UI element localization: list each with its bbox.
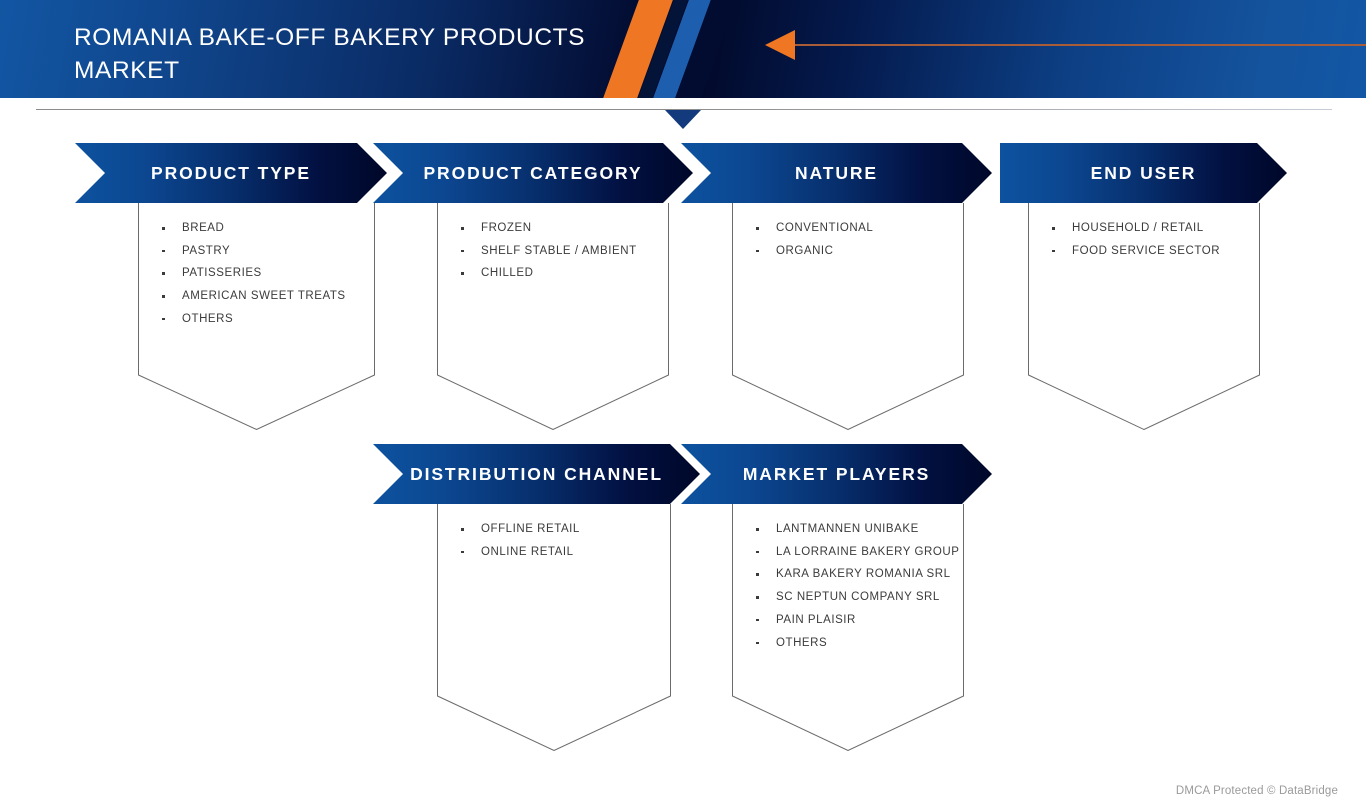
panel-header-product-category[interactable]: PRODUCT CATEGORY: [373, 143, 693, 203]
list-item: LANTMANNEN UNIBAKE: [754, 518, 959, 541]
panel-outline: [437, 203, 669, 430]
panel-title: PRODUCT CATEGORY: [423, 162, 643, 183]
list-item: SC NEPTUN COMPANY SRL: [754, 586, 959, 609]
panel-header-end-user[interactable]: END USER: [1000, 143, 1287, 203]
panel-header-nature[interactable]: NATURE: [681, 143, 992, 203]
panel-body-nature: CONVENTIONAL ORGANIC: [732, 203, 964, 430]
panel-header-product-type[interactable]: PRODUCT TYPE: [75, 143, 387, 203]
header-divider: [36, 109, 1332, 110]
panel-outline: [732, 203, 964, 430]
chevron-down-icon: [665, 110, 701, 129]
footer-copyright: DMCA Protected © DataBridge: [1175, 785, 1338, 797]
panel-outline: [437, 504, 671, 751]
panel-body-market-players: LANTMANNEN UNIBAKE LA LORRAINE BAKERY GR…: [732, 504, 964, 751]
list-item: PASTRY: [160, 240, 346, 263]
list-item: PAIN PLAISIR: [754, 609, 959, 632]
list-item: BREAD: [160, 217, 346, 240]
list-item: KARA BAKERY ROMANIA SRL: [754, 563, 959, 586]
header-arrow-left-icon: [765, 30, 795, 60]
header-arrow-line: [795, 44, 1366, 46]
list-item: LA LORRAINE BAKERY GROUP: [754, 541, 959, 564]
panel-body-end-user: HOUSEHOLD / RETAIL FOOD SERVICE SECTOR: [1028, 203, 1260, 430]
list-item: FROZEN: [459, 217, 637, 240]
list-item: ONLINE RETAIL: [459, 541, 580, 564]
list-item: OTHERS: [754, 632, 959, 655]
panel-title: END USER: [1090, 162, 1197, 183]
panel-list-market-players: LANTMANNEN UNIBAKE LA LORRAINE BAKERY GR…: [754, 518, 959, 654]
panel-outline: [138, 203, 375, 430]
panel-title: MARKET PLAYERS: [742, 463, 931, 484]
panel-body-product-category: FROZEN SHELF STABLE / AMBIENT CHILLED: [437, 203, 669, 430]
list-item: HOUSEHOLD / RETAIL: [1050, 217, 1220, 240]
panel-title: PRODUCT TYPE: [151, 162, 311, 183]
list-item: ORGANIC: [754, 240, 873, 263]
panel-outline: [732, 504, 964, 751]
panel-outline: [1028, 203, 1260, 430]
page-title: ROMANIA BAKE-OFF BAKERY PRODUCTS MARKET: [74, 24, 586, 84]
panel-list-product-category: FROZEN SHELF STABLE / AMBIENT CHILLED: [459, 217, 637, 285]
panel-title: DISTRIBUTION CHANNEL: [410, 463, 663, 484]
panel-list-nature: CONVENTIONAL ORGANIC: [754, 217, 873, 262]
list-item: CONVENTIONAL: [754, 217, 873, 240]
list-item: CHILLED: [459, 262, 637, 285]
header-banner: ROMANIA BAKE-OFF BAKERY PRODUCTS MARKET: [0, 0, 1366, 98]
list-item: FOOD SERVICE SECTOR: [1050, 240, 1220, 263]
panel-title: NATURE: [794, 162, 878, 183]
list-item: OFFLINE RETAIL: [459, 518, 580, 541]
panel-header-distribution-channel[interactable]: DISTRIBUTION CHANNEL: [373, 444, 700, 504]
panel-body-distribution-channel: OFFLINE RETAIL ONLINE RETAIL: [437, 504, 671, 751]
panel-list-distribution-channel: OFFLINE RETAIL ONLINE RETAIL: [459, 518, 580, 563]
list-item: SHELF STABLE / AMBIENT: [459, 240, 637, 263]
list-item: OTHERS: [160, 308, 346, 331]
panel-list-end-user: HOUSEHOLD / RETAIL FOOD SERVICE SECTOR: [1050, 217, 1220, 262]
panel-list-product-type: BREAD PASTRY PATISSERIES AMERICAN SWEET …: [160, 217, 346, 331]
panel-header-market-players[interactable]: MARKET PLAYERS: [681, 444, 992, 504]
panel-body-product-type: BREAD PASTRY PATISSERIES AMERICAN SWEET …: [138, 203, 375, 430]
list-item: PATISSERIES: [160, 262, 346, 285]
list-item: AMERICAN SWEET TREATS: [160, 285, 346, 308]
